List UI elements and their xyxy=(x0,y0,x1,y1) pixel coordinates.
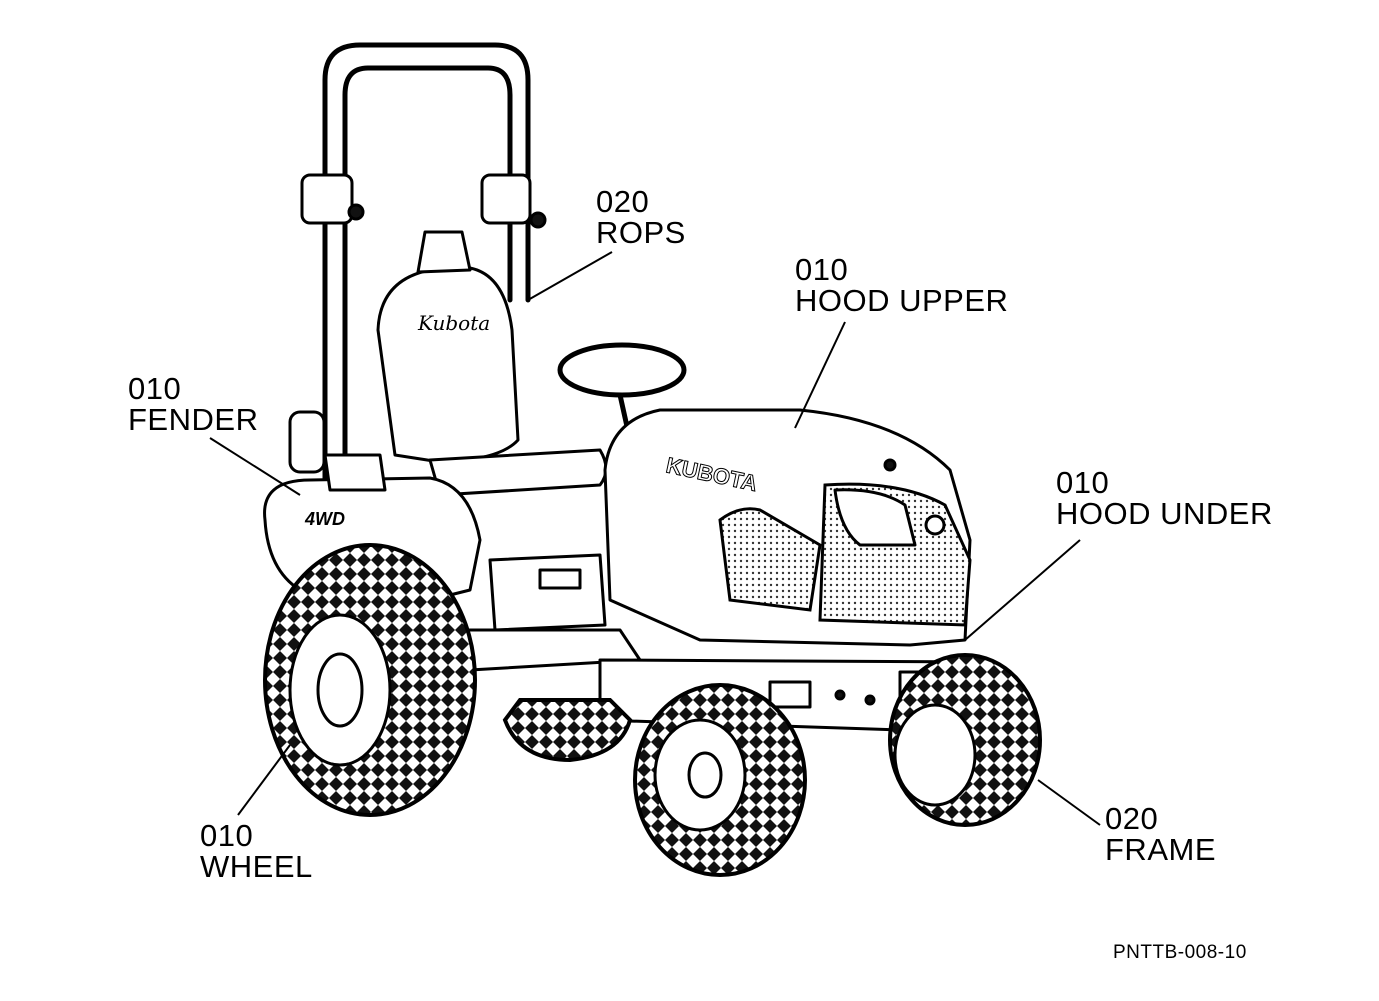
callout-hood-upper-name: HOOD UPPER xyxy=(795,283,1009,318)
callout-fender-number: 010 xyxy=(128,371,182,406)
callout-wheel-name: WHEEL xyxy=(200,849,313,884)
drawing-code: PNTTB-008-10 xyxy=(1113,942,1247,963)
callout-hood-under-number: 010 xyxy=(1056,465,1110,500)
rear-wheel-right xyxy=(502,698,633,763)
callout-frame-name: FRAME xyxy=(1105,832,1216,867)
callout-rops-name: ROPS xyxy=(596,215,686,250)
callout-hood-under-name: HOOD UNDER xyxy=(1056,496,1273,531)
frame-leader xyxy=(1037,779,1101,826)
wheel-leader xyxy=(237,744,291,816)
seat: Kubota xyxy=(376,230,608,497)
callout-frame-number: 020 xyxy=(1105,801,1159,836)
hood: KUBOTA xyxy=(603,408,972,647)
rops-frame xyxy=(300,42,547,543)
callout-wheel: 010 WHEEL xyxy=(200,820,313,882)
callout-fender-name: FENDER xyxy=(128,402,259,437)
callout-frame: 020 FRAME xyxy=(1105,803,1216,865)
fender-leader xyxy=(209,437,301,496)
front-wheel-left xyxy=(633,683,807,877)
rops-leader xyxy=(527,251,613,301)
callout-hood-upper-number: 010 xyxy=(795,252,849,287)
leader-lines xyxy=(209,251,1101,826)
callout-hood-under: 010 HOOD UNDER xyxy=(1056,467,1273,529)
callout-wheel-number: 010 xyxy=(200,818,254,853)
seat-logo: Kubota xyxy=(417,311,490,335)
callout-rops-number: 020 xyxy=(596,184,650,219)
front-wheel-right xyxy=(888,653,1042,827)
hood-upper-leader xyxy=(794,321,846,429)
fender-badge: 4WD xyxy=(304,509,345,529)
rear-wheel xyxy=(263,543,477,817)
callout-fender: 010 FENDER xyxy=(128,373,258,435)
callout-hood-upper: 010 HOOD UPPER xyxy=(795,254,1008,316)
hood-under-leader xyxy=(964,539,1081,641)
callout-rops: 020 ROPS xyxy=(596,186,686,248)
